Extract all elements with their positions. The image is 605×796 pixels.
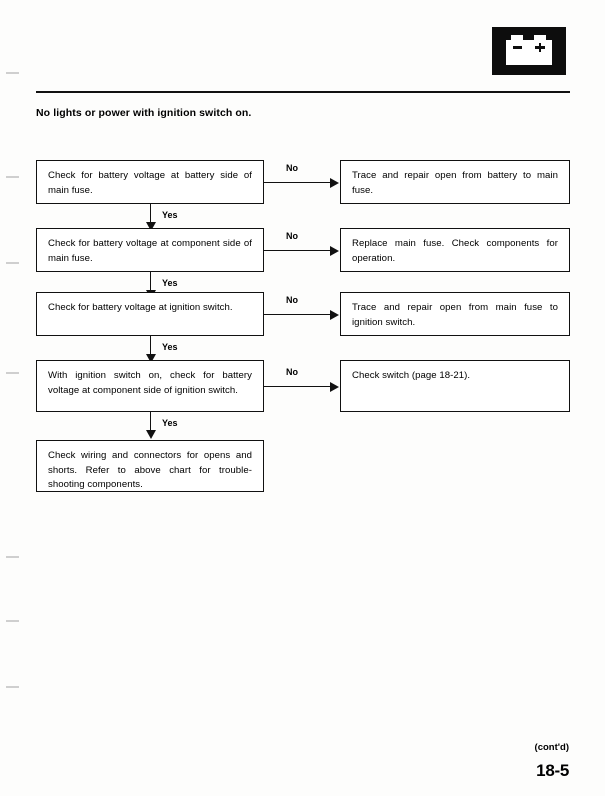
scan-artifact bbox=[6, 686, 19, 688]
battery-icon bbox=[492, 27, 566, 75]
yes-label-4: Yes bbox=[162, 418, 178, 428]
yes-connector-1: Yes bbox=[144, 204, 214, 232]
minus-sign-icon bbox=[513, 46, 522, 49]
no-connector-3: No bbox=[264, 295, 340, 324]
scan-artifact bbox=[6, 556, 19, 558]
no-label-4: No bbox=[286, 367, 298, 377]
header-divider bbox=[36, 91, 570, 93]
arrow-line bbox=[264, 314, 332, 316]
no-connector-2: No bbox=[264, 231, 340, 260]
arrow-line bbox=[264, 250, 332, 252]
arrow-line bbox=[150, 272, 152, 292]
continued-label: (cont'd) bbox=[534, 742, 569, 753]
arrow-line bbox=[264, 182, 332, 184]
arrow-head-icon bbox=[145, 430, 156, 439]
plus-sign-icon-vertical bbox=[538, 42, 542, 52]
battery-terminal-negative-cap bbox=[511, 35, 523, 41]
no-label-3: No bbox=[286, 295, 298, 305]
flow-box-check-1: Check for battery voltage at battery sid… bbox=[36, 160, 264, 204]
flow-box-action-1: Trace and repair open from battery to ma… bbox=[340, 160, 570, 204]
arrow-line bbox=[150, 412, 152, 432]
scan-artifact bbox=[6, 176, 19, 178]
arrow-head-icon bbox=[330, 245, 339, 256]
no-connector-4: No bbox=[264, 367, 340, 396]
flow-box-action-3: Trace and repair open from main fuse to … bbox=[340, 292, 570, 336]
arrow-line bbox=[264, 386, 332, 388]
no-label-1: No bbox=[286, 163, 298, 173]
battery-terminal-positive-cap bbox=[534, 35, 546, 41]
no-label-2: No bbox=[286, 231, 298, 241]
yes-label-2: Yes bbox=[162, 278, 178, 288]
scan-artifact bbox=[6, 262, 19, 264]
arrow-head-icon bbox=[145, 354, 156, 363]
flow-box-check-3: Check for battery voltage at ignition sw… bbox=[36, 292, 264, 336]
arrow-head-icon bbox=[330, 309, 339, 320]
arrow-line bbox=[150, 204, 152, 224]
flow-box-check-2: Check for battery voltage at component s… bbox=[36, 228, 264, 272]
yes-connector-3: Yes bbox=[144, 336, 214, 364]
arrow-head-icon bbox=[330, 177, 339, 188]
yes-label-1: Yes bbox=[162, 210, 178, 220]
arrow-line bbox=[150, 336, 152, 356]
page-number: 18-5 bbox=[536, 761, 569, 780]
flow-box-check-4: With ignition switch on, check for batte… bbox=[36, 360, 264, 412]
yes-connector-4: Yes bbox=[144, 412, 214, 440]
scan-artifact bbox=[6, 620, 19, 622]
scan-artifact bbox=[6, 372, 19, 374]
battery-body bbox=[506, 40, 552, 65]
scan-artifact bbox=[6, 72, 19, 74]
arrow-head-icon bbox=[330, 381, 339, 392]
yes-label-3: Yes bbox=[162, 342, 178, 352]
flow-box-action-2: Replace main fuse. Check components for … bbox=[340, 228, 570, 272]
flow-box-action-4: Check switch (page 18-21). bbox=[340, 360, 570, 412]
arrow-head-icon bbox=[145, 222, 156, 231]
no-connector-1: No bbox=[264, 163, 340, 192]
page-title: No lights or power with ignition switch … bbox=[36, 107, 252, 119]
flow-box-final: Check wiring and connectors for opens an… bbox=[36, 440, 264, 492]
